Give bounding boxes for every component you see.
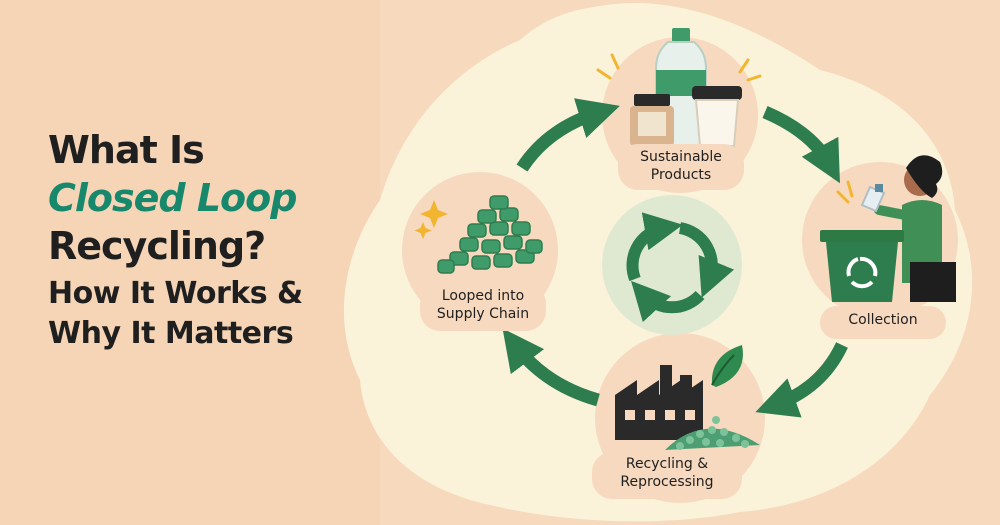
step-label-collection: Collection: [820, 306, 946, 339]
person-icon: [874, 155, 956, 302]
small-bottle-icon: [860, 184, 886, 213]
center-circle: [602, 195, 742, 335]
step-label-sustainable-products: Sustainable Products: [618, 144, 744, 190]
factory-icon: [615, 365, 703, 440]
page-title: What Is Closed Loop Recycling? How It Wo…: [48, 126, 303, 354]
bin-icon: [820, 230, 904, 302]
arrow-right-to-bottom: [755, 342, 848, 418]
jar-icon: [630, 94, 674, 146]
step-label-text: Sustainable: [640, 149, 722, 165]
step-label-recycling-reprocessing: Recycling & Reprocessing: [592, 452, 742, 499]
title-line-3: Recycling?: [48, 224, 266, 268]
step-label-text: Products: [650, 167, 712, 183]
subtitle-line-1: How It Works &: [48, 276, 303, 311]
subtitle-line-2: Why It Matters: [48, 316, 294, 351]
left-panel: [0, 0, 380, 525]
arrow-bottom-to-left: [502, 328, 600, 407]
cup-icon: [692, 86, 742, 147]
title-line-2-highlight: Closed Loop: [48, 176, 297, 220]
arrow-left-to-top: [516, 98, 620, 172]
step-label-text: Reprocessing: [620, 474, 714, 490]
step-label-text: Recycling &: [625, 456, 709, 472]
leaf-icon: [711, 345, 743, 387]
arrow-top-to-right: [762, 106, 840, 184]
sparkle-icon: [596, 53, 762, 82]
title-line-1: What Is: [48, 128, 205, 172]
recycle-icon: [626, 212, 735, 323]
step-label-text: Supply Chain: [436, 306, 530, 322]
pellets-icon: [437, 195, 543, 274]
step-label-text: Looped into: [441, 288, 525, 304]
step-label-text: Collection: [848, 312, 918, 328]
pellets-icon: [665, 416, 760, 450]
sparkle-icon: [414, 200, 448, 239]
step-label-looped-supply-chain: Looped into Supply Chain: [420, 284, 546, 331]
sparkle-icon: [836, 180, 854, 204]
